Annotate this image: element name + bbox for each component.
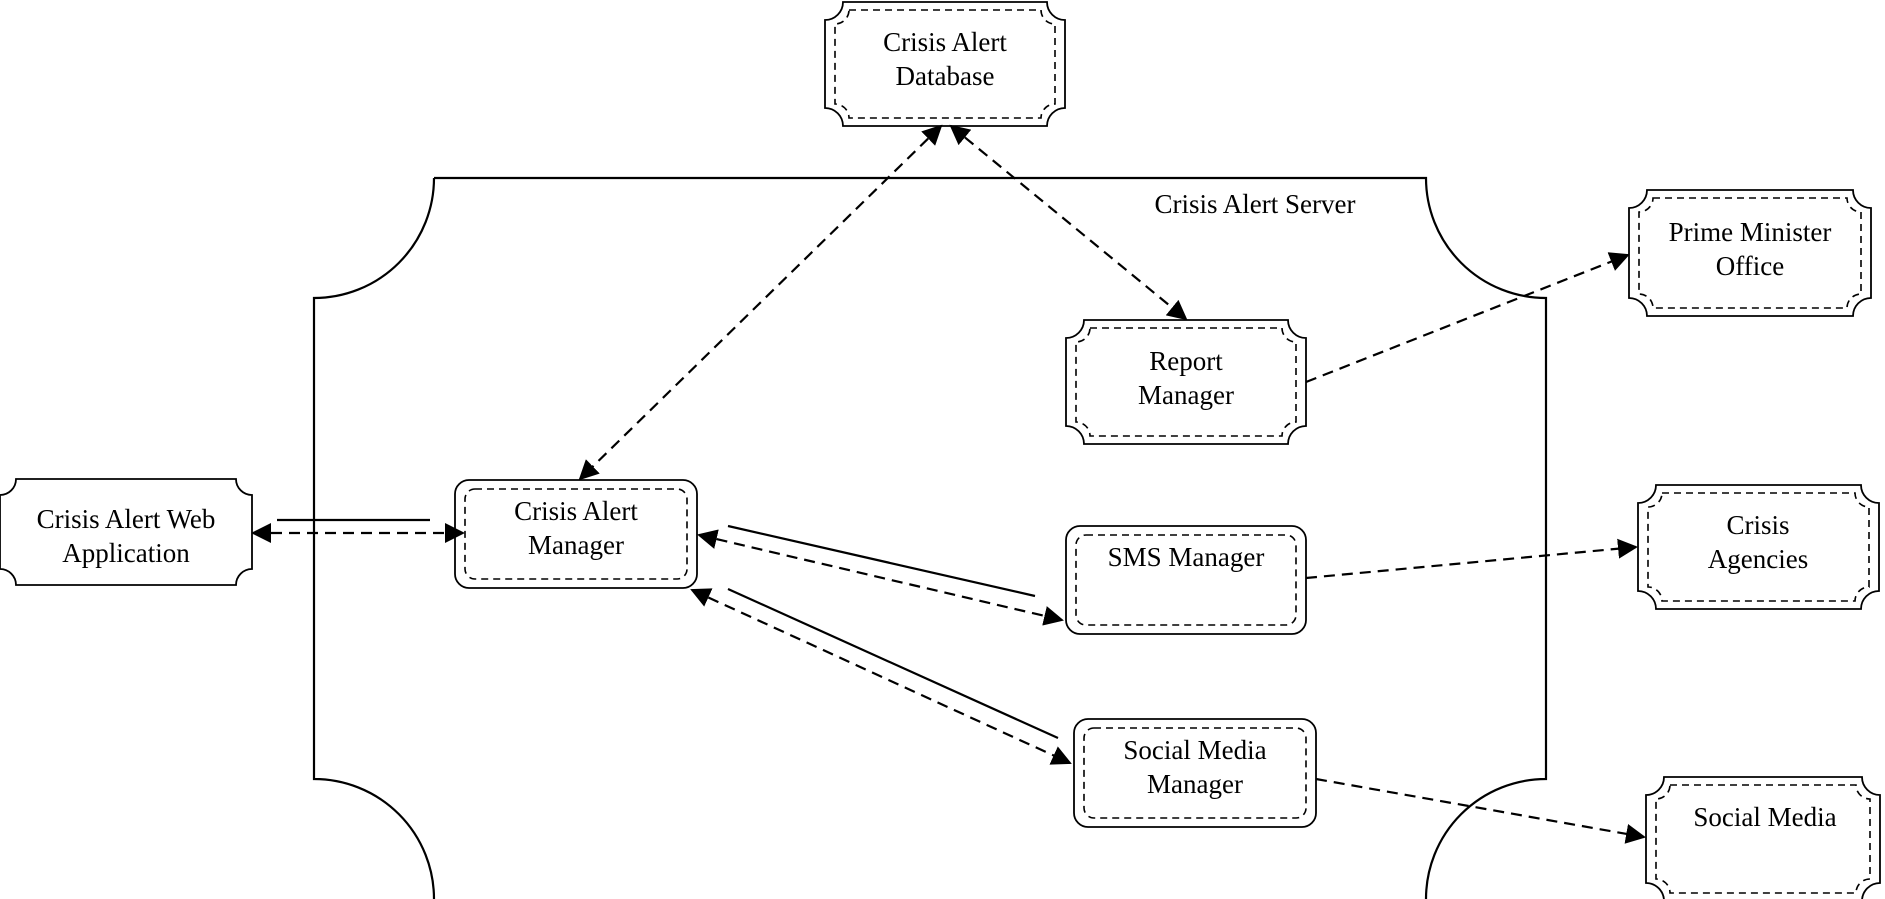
prime-minister-office-label-line1: Prime Minister — [1669, 217, 1832, 247]
web-app-label-line2: Application — [62, 538, 190, 568]
server-boundary: Crisis Alert Server — [312, 176, 1548, 899]
node-crisis-agencies[interactable]: Crisis Agencies — [1637, 484, 1880, 610]
node-web-app[interactable]: Crisis Alert Web Application — [0, 478, 253, 586]
report-manager-label-line2: Manager — [1138, 380, 1234, 410]
node-prime-minister-office[interactable]: Prime Minister Office — [1628, 189, 1872, 317]
web-app-label-line1: Crisis Alert Web — [37, 504, 216, 534]
edge-alert-social-solid — [727, 587, 1059, 740]
node-alert-manager[interactable]: Crisis Alert Manager — [454, 479, 698, 589]
edge-sms-agencies — [1305, 538, 1638, 580]
edge-report-prime-minister — [1305, 252, 1630, 384]
sms-manager-label: SMS Manager — [1108, 542, 1265, 572]
edge-database-alert-manager — [578, 124, 943, 481]
social-media-manager-label-line2: Manager — [1147, 769, 1243, 799]
social-media-manager-label-line1: Social Media — [1123, 735, 1266, 765]
prime-minister-office-label-line2: Office — [1716, 251, 1784, 281]
database-label-line1: Crisis Alert — [883, 27, 1007, 57]
database-label-line2: Database — [896, 61, 995, 91]
node-report-manager[interactable]: Report Manager — [1065, 319, 1307, 445]
node-social-media-manager[interactable]: Social Media Manager — [1073, 718, 1317, 828]
alert-manager-label-line1: Crisis Alert — [514, 496, 638, 526]
edge-alert-social-dashed — [690, 588, 1072, 765]
alert-manager-label-line2: Manager — [528, 530, 624, 560]
edge-database-report-manager — [949, 124, 1188, 321]
crisis-agencies-label-line1: Crisis — [1726, 510, 1789, 540]
crisis-agencies-label-line2: Agencies — [1708, 544, 1808, 574]
node-database[interactable]: Crisis Alert Database — [824, 1, 1066, 127]
report-manager-label-line1: Report — [1149, 346, 1223, 376]
server-label: Crisis Alert Server — [1155, 189, 1356, 219]
edge-social-manager-social-media — [1315, 777, 1646, 844]
node-social-media[interactable]: Social Media — [1645, 776, 1881, 899]
edge-alert-sms-solid — [727, 524, 1036, 598]
node-sms-manager[interactable]: SMS Manager — [1065, 525, 1307, 635]
edge-alert-sms-dashed — [697, 529, 1064, 626]
social-media-label: Social Media — [1693, 802, 1836, 832]
